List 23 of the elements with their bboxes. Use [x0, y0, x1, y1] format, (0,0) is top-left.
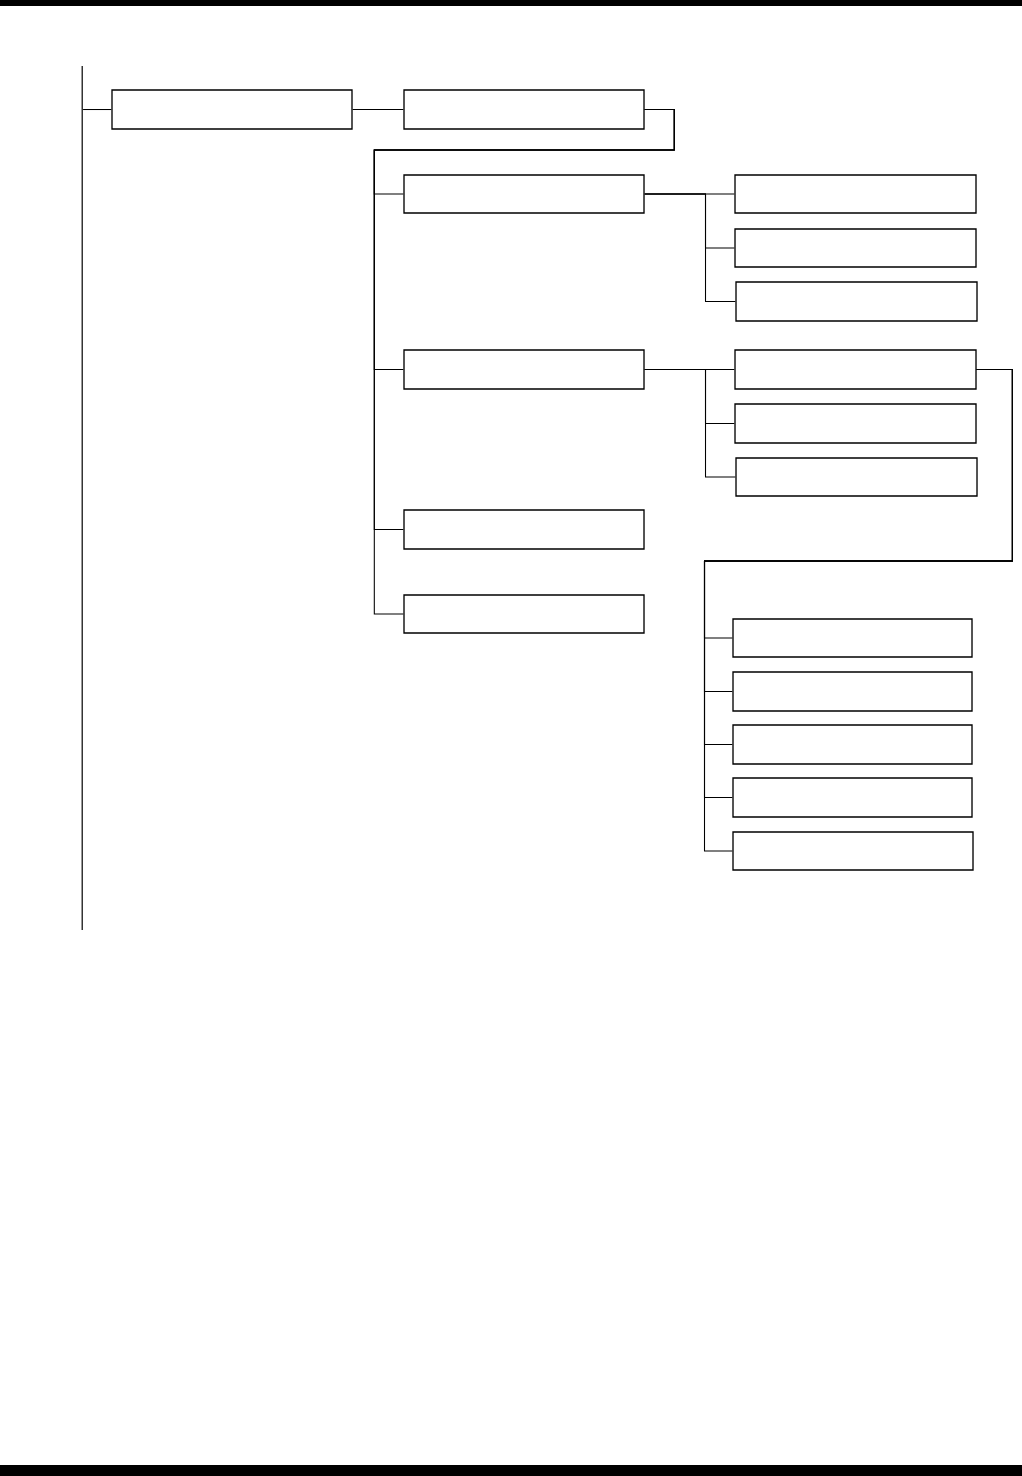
empty-box: [403, 509, 645, 550]
empty-box: [734, 403, 977, 444]
connector-line: [352, 108, 404, 111]
connector-line: [644, 193, 736, 303]
empty-box: [403, 89, 645, 130]
empty-box: [403, 594, 645, 634]
vertical-line: [81, 66, 83, 930]
empty-box: [735, 457, 978, 497]
empty-box: [111, 89, 353, 130]
empty-box: [403, 174, 645, 214]
connector-line: [644, 368, 736, 478]
empty-box: [732, 671, 973, 712]
connector-line: [373, 108, 675, 615]
empty-box: [732, 777, 973, 818]
empty-box: [735, 281, 978, 322]
empty-box: [734, 174, 977, 214]
empty-box: [734, 228, 977, 268]
empty-box: [732, 831, 974, 871]
connector-line: [82, 108, 112, 111]
empty-box: [734, 349, 977, 390]
empty-box: [403, 349, 645, 390]
empty-box: [732, 618, 973, 658]
empty-box: [732, 724, 973, 765]
